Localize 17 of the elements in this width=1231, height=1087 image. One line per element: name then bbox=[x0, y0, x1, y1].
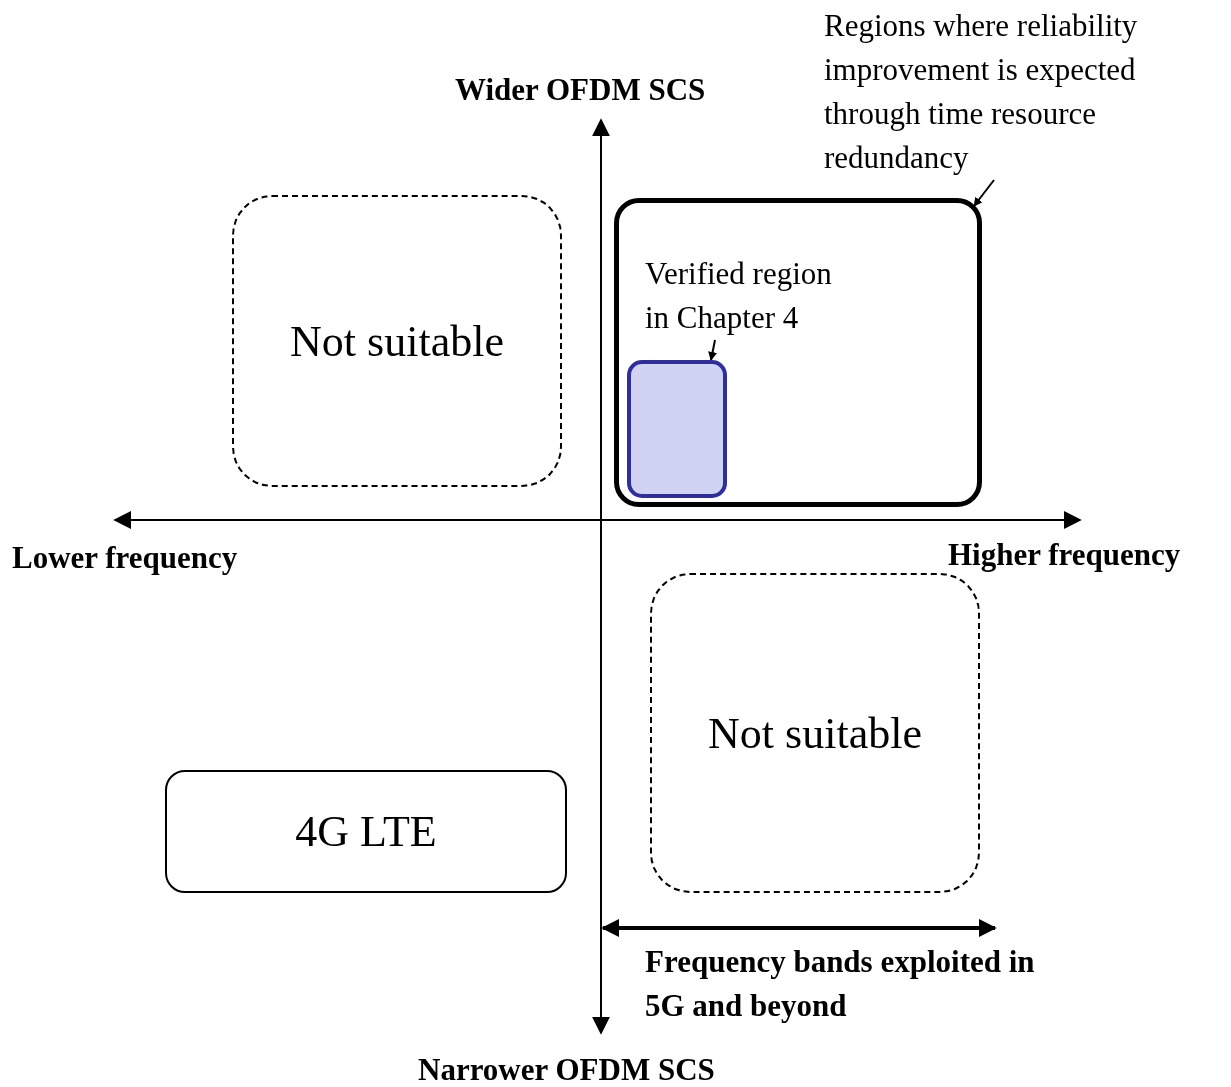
leader-line bbox=[973, 179, 995, 207]
leader-line bbox=[708, 339, 717, 361]
dashed-rounded-box bbox=[650, 573, 980, 893]
axis-label: Higher frequency bbox=[948, 536, 1181, 574]
axis-label: Wider OFDM SCS bbox=[455, 71, 706, 109]
rounded-box bbox=[614, 198, 982, 507]
box-label: Not suitable bbox=[708, 707, 922, 759]
rounded-box bbox=[165, 770, 567, 893]
shaded-rounded-box bbox=[627, 360, 727, 498]
bracket-label: Frequency bands exploited in 5G and beyond bbox=[645, 943, 1036, 1025]
box-label: Not suitable bbox=[290, 315, 504, 367]
axis-label: Narrower OFDM SCS bbox=[418, 1051, 715, 1087]
annotation-text: Regions where reliability improvement is expected through time resource redundancy bbox=[824, 4, 1229, 181]
dashed-rounded-box bbox=[232, 195, 562, 487]
axis-label: Lower frequency bbox=[12, 539, 238, 577]
box-label: 4G LTE bbox=[295, 806, 437, 857]
annotation-text: Verified region in Chapter 4 bbox=[645, 252, 850, 341]
